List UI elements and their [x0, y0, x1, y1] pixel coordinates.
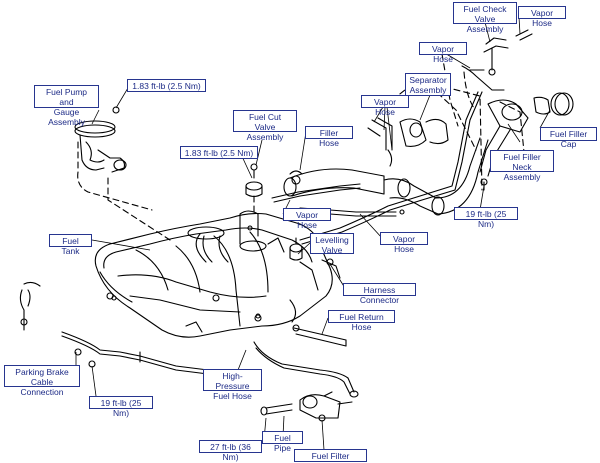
label-harness-connector: Harness Connector	[343, 283, 416, 305]
label-vapor-hose-right: Vapor Hose	[380, 232, 428, 254]
fastener-drawings	[111, 209, 405, 319]
fuel-filter-drawing	[260, 391, 353, 422]
fuel-return-hose-drawing	[293, 327, 347, 347]
label-fuel-filler-cap: Fuel Filler Cap	[540, 127, 597, 149]
label-parking-brake-cable-connection: Parking Brake Cable Connection	[4, 365, 80, 397]
fuel-tank-drawing	[94, 210, 333, 338]
levelling-valve-drawing	[289, 237, 341, 279]
label-torque-filler-neck: 19 ft-lb (25 Nm)	[454, 207, 518, 229]
filler-hose-drawing	[283, 137, 489, 216]
label-levelling-valve: Levelling Valve	[310, 233, 354, 255]
label-vapor-hose-top: Vapor Hose	[518, 6, 566, 28]
label-fuel-pipe: Fuel Pipe	[262, 431, 303, 453]
parking-brake-cable-drawing	[19, 281, 209, 375]
label-fuel-filter-assembly: Fuel Filter Assembly	[294, 449, 367, 463]
label-filler-hose: Filler Hose	[305, 126, 353, 148]
label-vapor-hose-left: Vapor Hose	[283, 208, 331, 230]
label-torque-cut-valve: 1.83 ft-lb (2.5 Nm)	[180, 146, 258, 159]
label-torque-fuel-pipe: 27 ft-lb (36 Nm)	[199, 440, 262, 462]
fuel-cut-valve-drawing	[245, 163, 263, 198]
label-fuel-pump-gauge-assembly: Fuel Pump and Gauge Assembly	[34, 85, 99, 127]
label-separator-assembly: Separator Assembly	[405, 73, 451, 96]
high-pressure-hose-drawing	[253, 341, 359, 398]
label-fuel-filler-neck-assembly: Fuel Filler Neck Assembly	[490, 150, 554, 182]
label-fuel-return-hose: Fuel Return Hose	[328, 310, 395, 332]
fuel-pump-drawing	[74, 106, 127, 173]
label-vapor-hose-mid: Vapor Hose	[361, 95, 409, 117]
label-fuel-tank: Fuel Tank	[49, 234, 92, 256]
label-fuel-check-valve-assembly: Fuel Check Valve Assembly	[453, 2, 517, 34]
label-torque-pump-bolt: 1.83 ft-lb (2.5 Nm)	[127, 79, 206, 92]
label-vapor-hose-upper: Vapor Hose	[419, 42, 467, 64]
label-fuel-cut-valve-assembly: Fuel Cut Valve Assembly	[233, 110, 297, 142]
separator-drawing	[367, 29, 533, 167]
label-high-pressure-fuel-hose: High-Pressure Fuel Hose	[203, 369, 262, 401]
label-torque-brake-cable: 19 ft-lb (25 Nm)	[89, 396, 153, 418]
